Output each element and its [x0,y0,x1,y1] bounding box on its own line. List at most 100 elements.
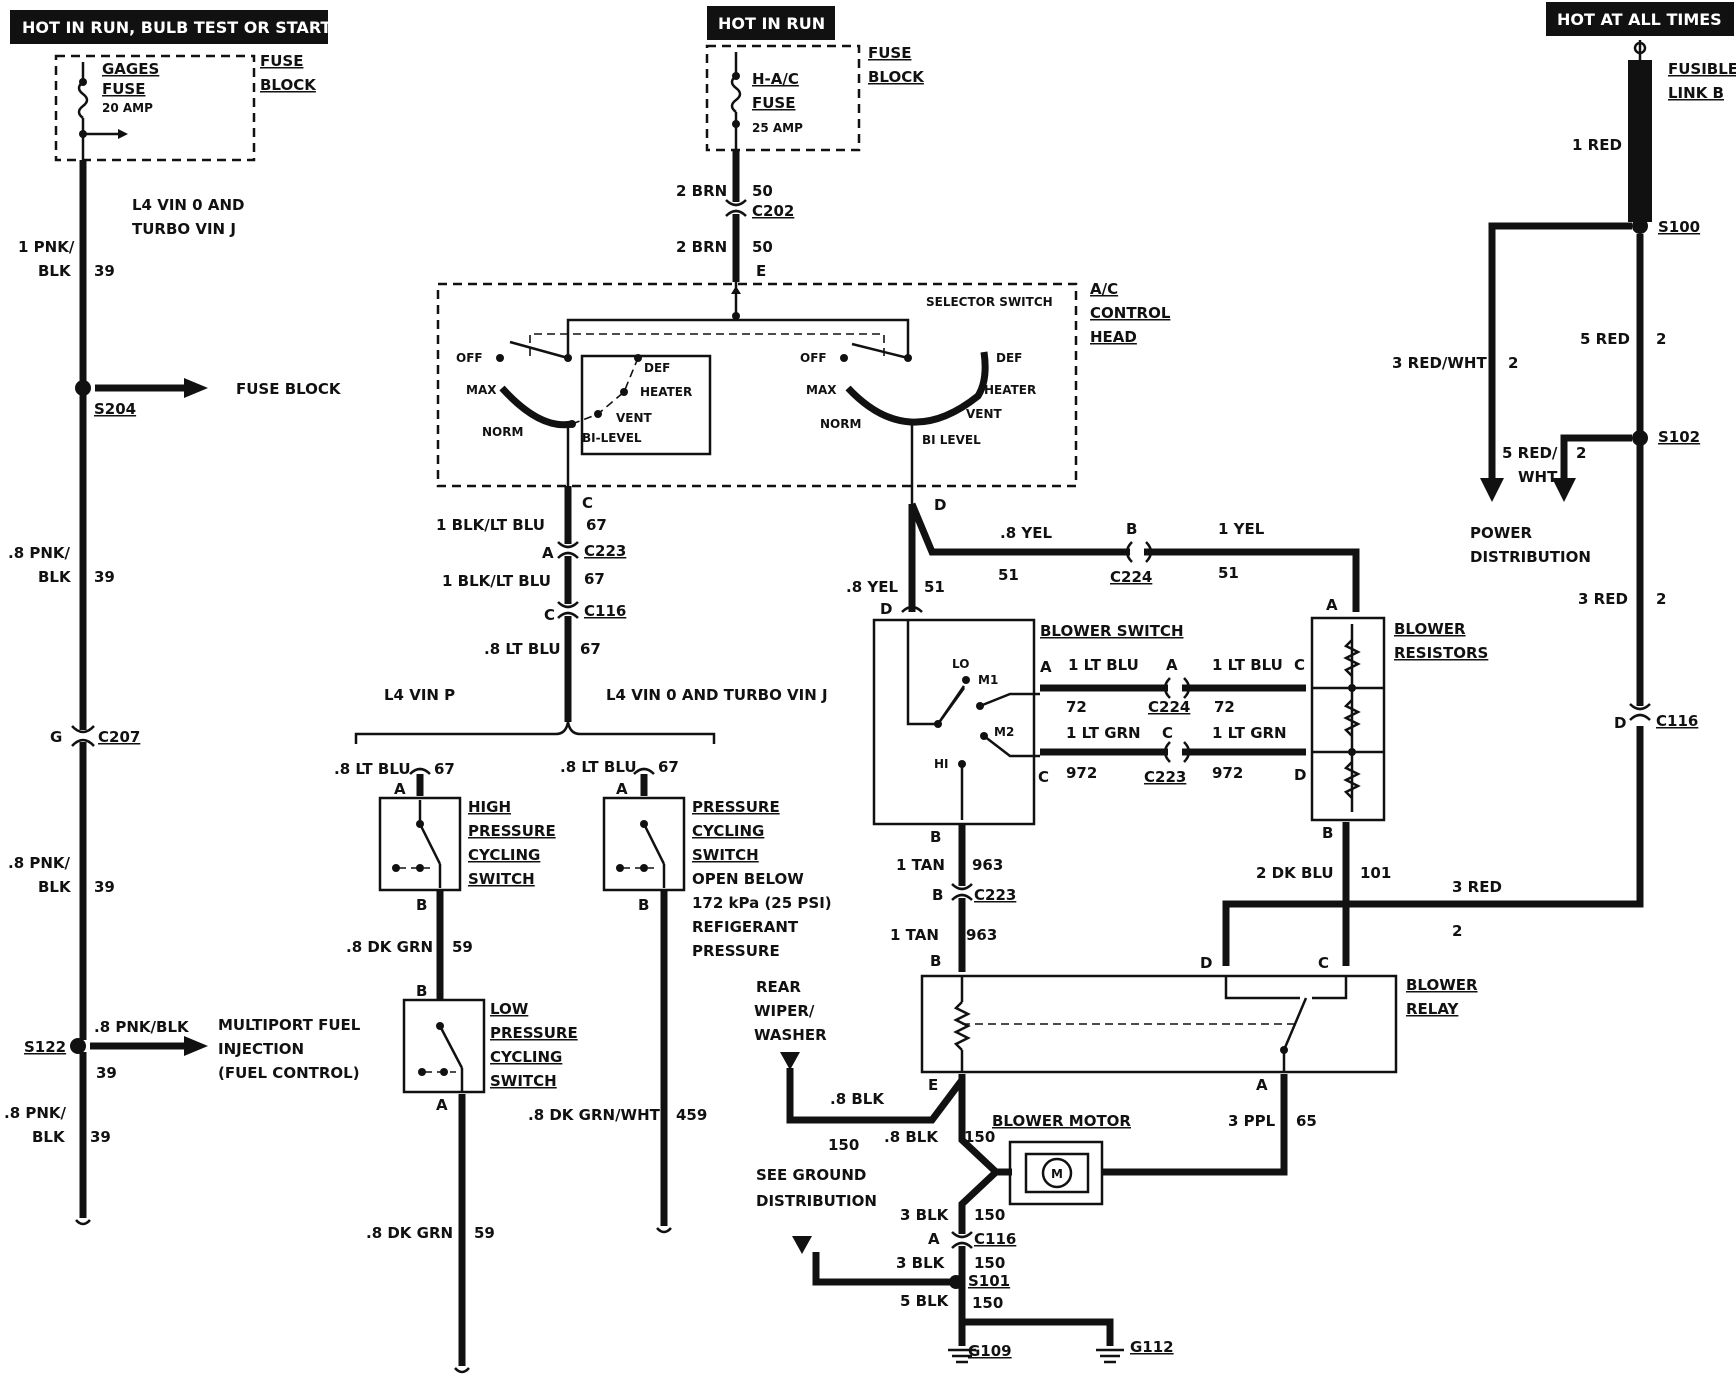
wire-51-upper [908,502,1130,556]
wire-39-end-mark [75,1219,91,1226]
connector-c202-top [725,199,747,207]
lt-blu-label: .8 LT BLU [484,640,561,658]
sw1-vent: VENT [616,411,653,425]
wire-ground-distribution [812,1252,950,1286]
high-pressure-switch-box [378,796,462,892]
wire-red-wht-5 [1560,434,1632,480]
hp-pin-b: B [416,896,427,914]
power-dist-arrowhead-2 [1552,478,1576,502]
rear-wiper-label-1: REAR [756,978,801,996]
wire-150-rear [786,1068,965,1124]
tan1-label: 1 TAN [896,856,945,874]
connector-c223-bottom [557,551,579,559]
relay-label-2: RELAY [1406,1000,1460,1018]
blower-switch-pin-c: C [1038,768,1049,786]
circuit-2-a: 2 [1656,330,1666,348]
resistor-2 [1343,699,1361,737]
ground-g112-symbol [1096,1348,1124,1364]
gages-fuse-name: GAGES [102,60,159,78]
selector-switch-linkage [529,333,885,356]
blk5-label: 5 BLK [900,1292,950,1310]
splice-s100 [1632,218,1648,234]
selector-right-off-contact [840,354,848,362]
relay-pin-a: A [1256,1076,1268,1094]
fusible-link-b [1628,60,1652,222]
header-right-banner [1546,2,1734,36]
pc-label-3: SWITCH [692,846,759,864]
yel8b-label: .8 YEL [846,578,898,596]
yel8-label: .8 YEL [1000,524,1052,542]
selector-left-off-contact [496,354,504,362]
wire-39-gauge-4: .8 PNK/ [4,1104,67,1122]
wire-59-end-mark [454,1367,470,1374]
sw2-norm: NORM [820,417,861,431]
hp-switch-sense-dot [392,864,400,872]
ground-g109-label: G109 [968,1342,1012,1360]
circuit-150-d: 150 [974,1254,1005,1272]
blower-resistors-box [1310,616,1386,822]
lp-label-1: LOW [490,1000,529,1018]
hp-circuit-label: 67 [434,760,455,778]
blower-switch-pin-d: D [880,600,892,618]
fusible-link-terminal [1633,41,1647,55]
brn-wire-label-1: 2 BRN [676,182,727,200]
dkblu-label: 2 DK BLU [1256,864,1334,882]
c116b-pin-a: A [928,1230,940,1248]
wire-39-color-2: BLK [38,568,72,586]
ac-head-pin-d: D [934,496,946,514]
ground-g112-label: G112 [1130,1338,1174,1356]
power-dist-label-2: DISTRIBUTION [1470,548,1591,566]
redwht5-label-1: 5 RED/ [1502,444,1558,462]
blower-switch-input [906,620,966,726]
connector-c223c-label: C223 [974,886,1016,904]
mpfi-circuit: 39 [96,1064,117,1082]
ground-distribution-arrowhead [792,1236,812,1254]
rear-wiper-arrowhead [780,1052,800,1070]
connector-c224-left [1125,541,1133,563]
mpfi-label-1: MULTIPORT FUEL [218,1016,361,1034]
pc-switch-blade [642,823,666,865]
pc-circuit-label: 67 [658,758,679,776]
connector-c116b-top [951,1231,973,1239]
connector-c207-pin: G [50,728,62,746]
mpfi-label-2: INJECTION [218,1040,304,1058]
hp-pin-a: A [394,780,406,798]
blower-switch-m1-label: M1 [978,673,998,687]
connector-c116-center-top [557,601,579,609]
connector-c116b-label: C116 [974,1230,1016,1248]
hp-wire-label: .8 LT BLU [334,760,411,778]
wire-39-gauge-3: .8 PNK/ [8,854,71,872]
ltgrn-b-label: 1 LT GRN [1212,724,1287,742]
pc-pin-a: A [616,780,628,798]
relay-contact-d-lead [1224,976,1300,1000]
hp-switch-contact-bottom [416,864,424,872]
selector-left-blade [509,340,569,360]
connector-c202-bottom [725,209,747,217]
blower-switch-m2-lead [983,735,1040,758]
blower-switch-pivot [934,720,942,728]
resistors-label-2: RESISTORS [1394,644,1488,662]
ltblu-b-label: 1 LT BLU [1212,656,1283,674]
connector-c223-top [557,541,579,549]
selector-switch-label: SELECTOR SWITCH [926,295,1053,309]
connector-c116-center-label: C116 [584,602,626,620]
pc-label-5: 172 kPa (25 PSI) [692,894,832,912]
hp-label-1: HIGH [468,798,511,816]
left-engine-note-1: L4 VIN 0 AND [132,196,244,214]
blower-switch-lo [962,676,970,684]
wire-39-gauge-2: .8 PNK/ [8,544,71,562]
fusible-link-label-1: FUSIBLE [1668,60,1736,78]
blower-switch-m1-lead [979,692,1040,708]
red1-label: 1 RED [1572,136,1622,154]
ac-head-label-3: HEAD [1090,328,1137,346]
circuit-59-label-2: 59 [474,1224,495,1242]
hac-fuse-node-top [732,72,740,80]
wire-red-wht-3 [1488,222,1632,480]
ac-head-pin-c: C [582,494,593,512]
resistor-1 [1343,639,1361,677]
sw2-heater: HEATER [984,383,1036,397]
gages-fuse-node-top [79,78,87,86]
connector-c207-top [71,725,95,734]
pc-label-1: PRESSURE [692,798,780,816]
